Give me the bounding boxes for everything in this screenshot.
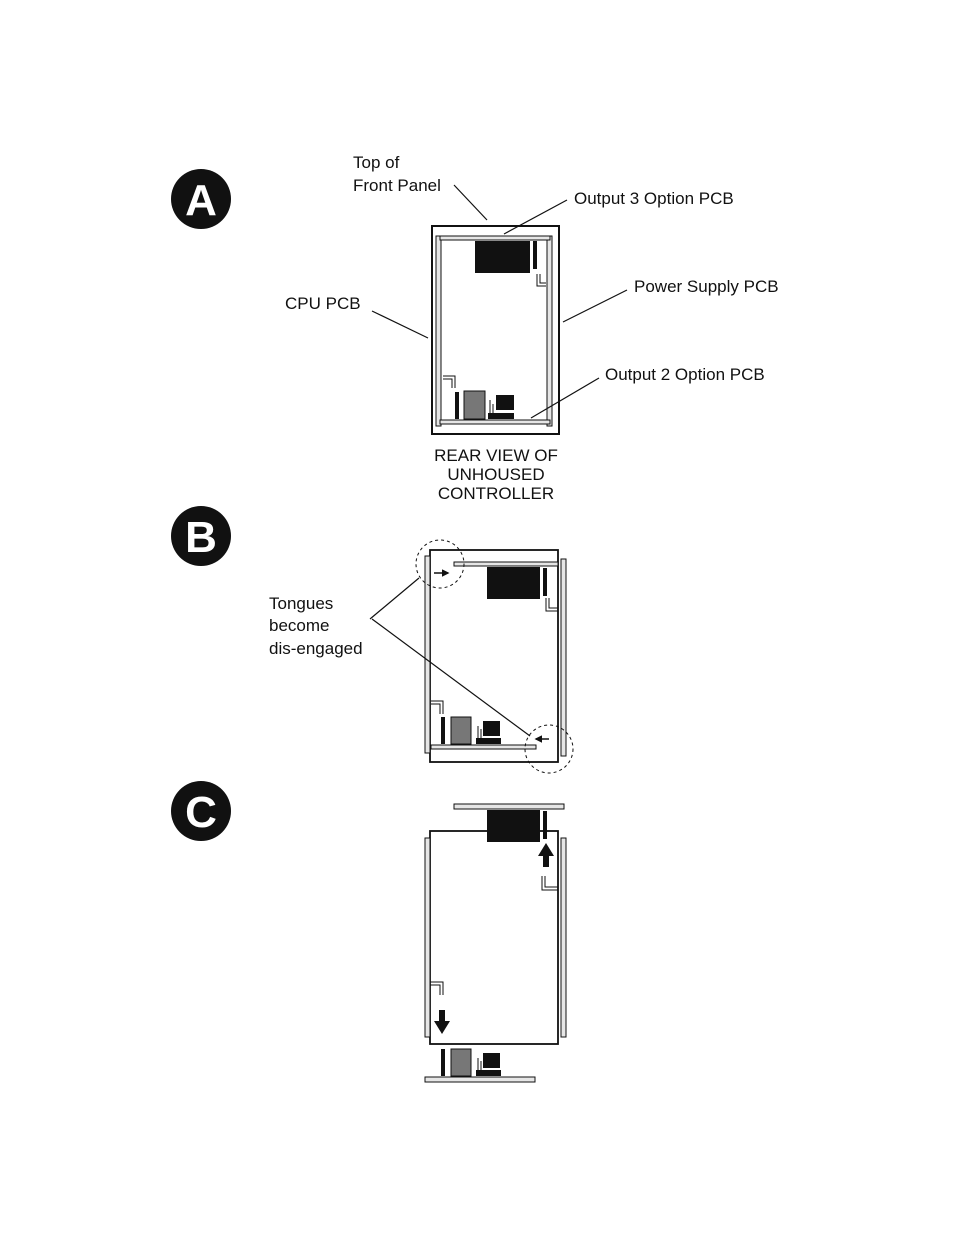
leader-output2: [530, 377, 600, 419]
output2-component-gray: [463, 390, 486, 420]
arrow-down-icon: [434, 1010, 450, 1034]
tongue-detail-circle-bottom: [524, 724, 574, 774]
front-panel-frame: [431, 225, 560, 435]
label-tongues-3: dis-engaged: [269, 639, 363, 658]
output3-pcb-shifted: [453, 561, 559, 567]
label-power-supply-pcb: Power Supply PCB: [634, 277, 779, 296]
panel-a: A Top of Front Panel Output 3 Optio: [171, 153, 779, 503]
leader-power-supply: [562, 289, 628, 323]
leader-tongues-bottom: [371, 618, 531, 737]
output3-tongue: [536, 274, 546, 287]
panel-b: B Tongues become dis-eng: [171, 506, 574, 774]
output2-pcb-shifted: [430, 744, 537, 750]
output3-pcb-removed: [453, 803, 565, 810]
leader-tongues-top: [369, 577, 420, 620]
panel-a-letter: A: [185, 176, 217, 225]
label-cpu-pcb: CPU PCB: [285, 294, 361, 313]
output3-component-b: [487, 567, 540, 599]
label-output2-option-pcb: Output 2 Option PCB: [605, 365, 765, 384]
left-side-board: [424, 555, 431, 754]
panel-b-badge: B: [171, 506, 231, 566]
leader-output3: [503, 199, 568, 235]
panel-c: C: [171, 781, 567, 1083]
label-tongues-1: Tongues: [269, 594, 333, 613]
output2-connector: [455, 392, 459, 419]
right-side-board: [560, 558, 567, 757]
label-tongues-2: become: [269, 616, 329, 635]
panel-b-letter: B: [185, 513, 217, 562]
leader-top-of-front-panel: [453, 184, 488, 221]
output3-connector: [533, 241, 537, 269]
output2-relay: [496, 395, 514, 410]
output3-component-c: [487, 810, 540, 842]
panel-c-badge: C: [171, 781, 231, 841]
caption-line-3: CONTROLLER: [438, 484, 554, 503]
tongue-detail-circle-top: [415, 539, 465, 589]
caption-line-1: REAR VIEW OF: [434, 446, 558, 465]
panel-a-badge: A: [171, 169, 231, 229]
output2-component-gray-b: [450, 716, 472, 745]
cpu-pcb-body-c: [429, 830, 559, 1045]
output2-component-gray-c: [450, 1048, 472, 1077]
power-supply-pcb-board: [546, 235, 553, 427]
output3-pcb-board: [439, 235, 551, 241]
label-top-of-front-panel-2: Front Panel: [353, 176, 441, 195]
output3-component: [475, 241, 530, 273]
caption-line-2: UNHOUSED: [447, 465, 544, 484]
output2-pcb-board: [439, 419, 551, 425]
label-top-of-front-panel-1: Top of: [353, 153, 400, 172]
arrow-up-icon: [538, 843, 554, 867]
panel-c-letter: C: [185, 788, 217, 837]
cpu-pcb-board: [435, 235, 442, 427]
output2-tongue: [443, 375, 456, 388]
output2-pcb-removed: [424, 1076, 536, 1083]
label-output3-option-pcb: Output 3 Option PCB: [574, 189, 734, 208]
leader-cpu: [371, 310, 429, 339]
